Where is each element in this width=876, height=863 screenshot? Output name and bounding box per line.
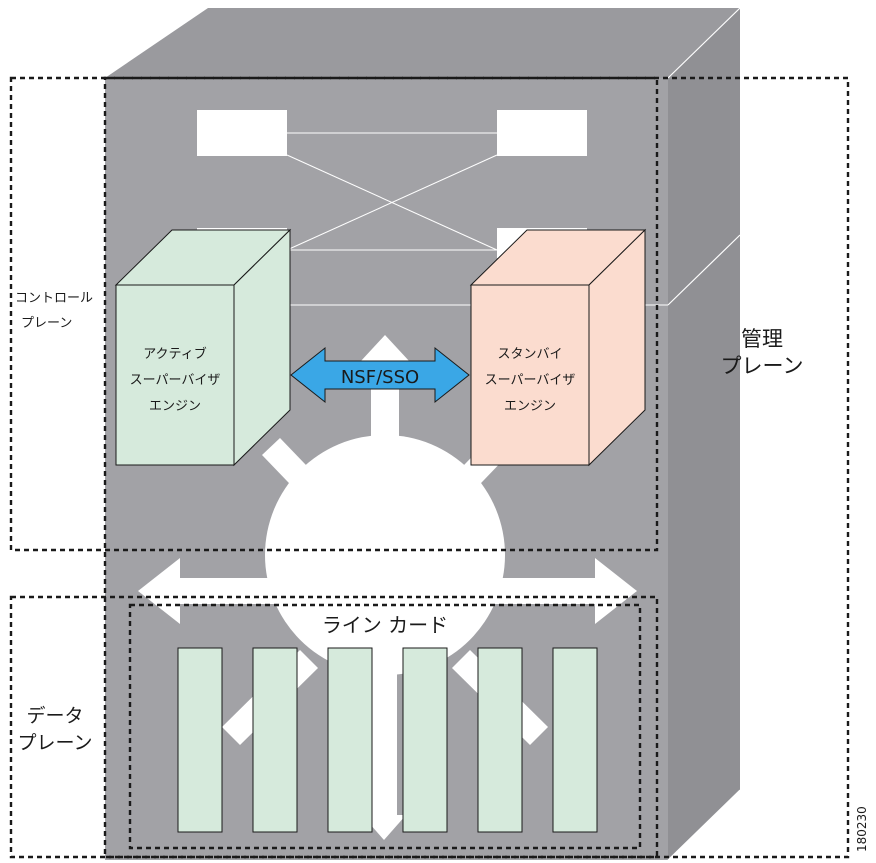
fabric-box-top-left <box>197 110 287 156</box>
nsf-sso-label: NSF/SSO <box>341 367 419 388</box>
active-supervisor-engine: アクティブ スーパーバイザ エンジン <box>114 228 292 467</box>
management-plane-boundary <box>103 76 850 859</box>
line-cards-boundary <box>128 603 642 850</box>
flow-arrow-right-head <box>595 558 637 624</box>
nsf-sso-arrow: NSF/SSO <box>290 346 470 404</box>
flow-arrow-up-head <box>360 335 410 362</box>
control-plane-label-line-1: コントロール <box>15 291 93 306</box>
flow-hub <box>138 335 637 840</box>
management-plane-label-line-2: プレーン <box>721 354 804 378</box>
standby-engine-label-line-1: スタンバイ <box>497 347 562 362</box>
chassis-edge-line <box>667 789 741 861</box>
active-engine-label-line-1: アクティブ <box>143 346 207 362</box>
chassis-edge-line <box>667 234 741 306</box>
standby-supervisor-engine: スタンバイ スーパーバイザ エンジン <box>469 228 647 467</box>
line-card <box>402 647 448 833</box>
plane-boundaries <box>9 76 850 859</box>
active-engine-label-line-3: エンジン <box>149 399 201 414</box>
fabric-link <box>286 154 498 251</box>
flow-arrow-down-head <box>362 815 406 840</box>
line-cards <box>177 647 598 833</box>
chassis-side <box>668 8 740 860</box>
chassis-top <box>105 8 740 78</box>
flow-arrow-left-head <box>138 558 180 624</box>
management-plane-label-line-1: 管理 <box>741 327 783 351</box>
data-plane-boundary <box>9 595 659 859</box>
figure-id: 180230 <box>855 806 869 852</box>
data-plane-label-line-2: プレーン <box>17 732 92 754</box>
line-cards-label: ライン カード <box>322 613 448 637</box>
line-card <box>477 647 523 833</box>
line-card <box>252 647 298 833</box>
control-plane-label-line-2: プレーン <box>21 316 72 331</box>
line-card <box>327 647 373 833</box>
standby-engine-label-line-2: スーパーバイザ <box>485 373 576 388</box>
fabric-box-top-right <box>497 110 587 156</box>
standby-engine-front <box>470 284 590 466</box>
flow-hub-circle <box>265 435 505 675</box>
standby-engine-label-line-3: エンジン <box>504 399 556 414</box>
chassis-edge-line <box>667 7 741 79</box>
active-engine-front <box>115 284 235 466</box>
control-plane-boundary <box>9 76 659 552</box>
nsf-sso-arrow-shape <box>290 346 470 404</box>
line-card <box>177 647 223 833</box>
active-engine-label-line-2: スーパーバイザ <box>130 373 221 388</box>
data-plane-label-line-1: データ <box>26 705 83 727</box>
line-card <box>552 647 598 833</box>
